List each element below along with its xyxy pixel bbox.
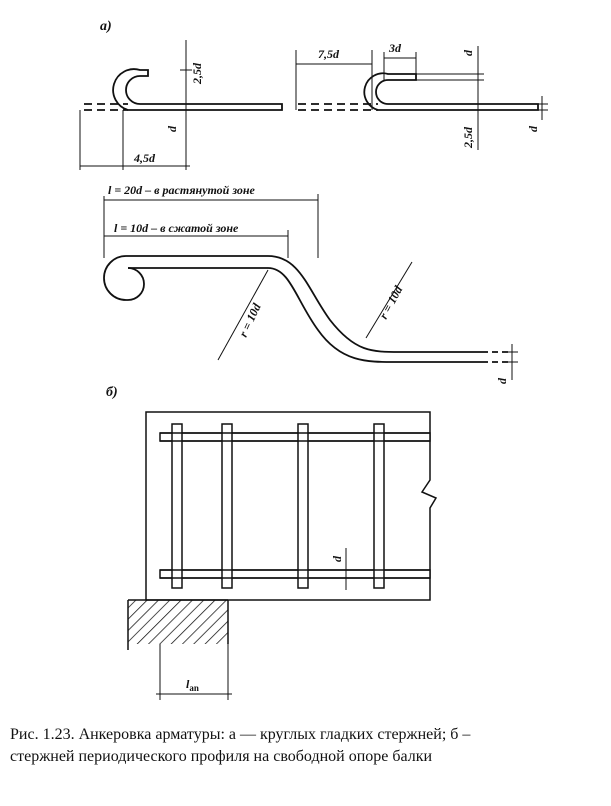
- caption-line-1: Рис. 1.23. Анкеровка арматуры: а — кругл…: [10, 726, 471, 743]
- support-dimensions: [156, 548, 352, 700]
- section-b-label: б): [106, 385, 118, 400]
- support-dim-lan: lan: [186, 677, 199, 693]
- round-hook-dimensions: [79, 40, 192, 170]
- reinforcement-cage: [159, 423, 431, 589]
- round-hook-dim-bottom: 4,5d: [133, 151, 156, 165]
- caption-line-2: стержней периодического профиля на свобо…: [10, 748, 433, 765]
- loop-hook: [298, 72, 539, 111]
- bent-dim-end: d: [495, 377, 509, 384]
- figure-caption: Рис. 1.23. Анкеровка арматуры: а — кругл…: [10, 724, 605, 768]
- round-hook: [84, 68, 283, 111]
- bent-length-compression: l = 10d – в сжатой зоне: [114, 221, 239, 235]
- bent-length-tension: l = 20d – в растянутой зоне: [108, 183, 256, 197]
- bent-bar-dimensions: [103, 194, 518, 380]
- loop-hook-dim-left: 7,5d: [318, 47, 340, 61]
- section-a-label: а): [100, 19, 112, 34]
- loop-hook-dim-end: d: [526, 125, 540, 132]
- support-dim-d: d: [330, 555, 344, 562]
- loop-hook-dim-bottom: 2,5d: [461, 126, 475, 149]
- bent-bar: [103, 255, 510, 363]
- round-hook-dim-side: d: [165, 125, 179, 132]
- support-dim-lan-main: l: [186, 677, 190, 691]
- support-dim-lan-sub: an: [189, 683, 199, 693]
- loop-hook-dimensions: [295, 46, 548, 150]
- loop-hook-dim-top: 3d: [388, 41, 402, 55]
- bent-radius-right: r = 10d: [376, 283, 406, 322]
- reinforcement-anchoring-diagram: а) 2,5d d 4,5d: [79, 19, 548, 700]
- round-hook-dim-top: 2,5d: [190, 62, 204, 85]
- loop-hook-dim-right-top: d: [461, 49, 475, 56]
- support-hatching: [127, 599, 229, 650]
